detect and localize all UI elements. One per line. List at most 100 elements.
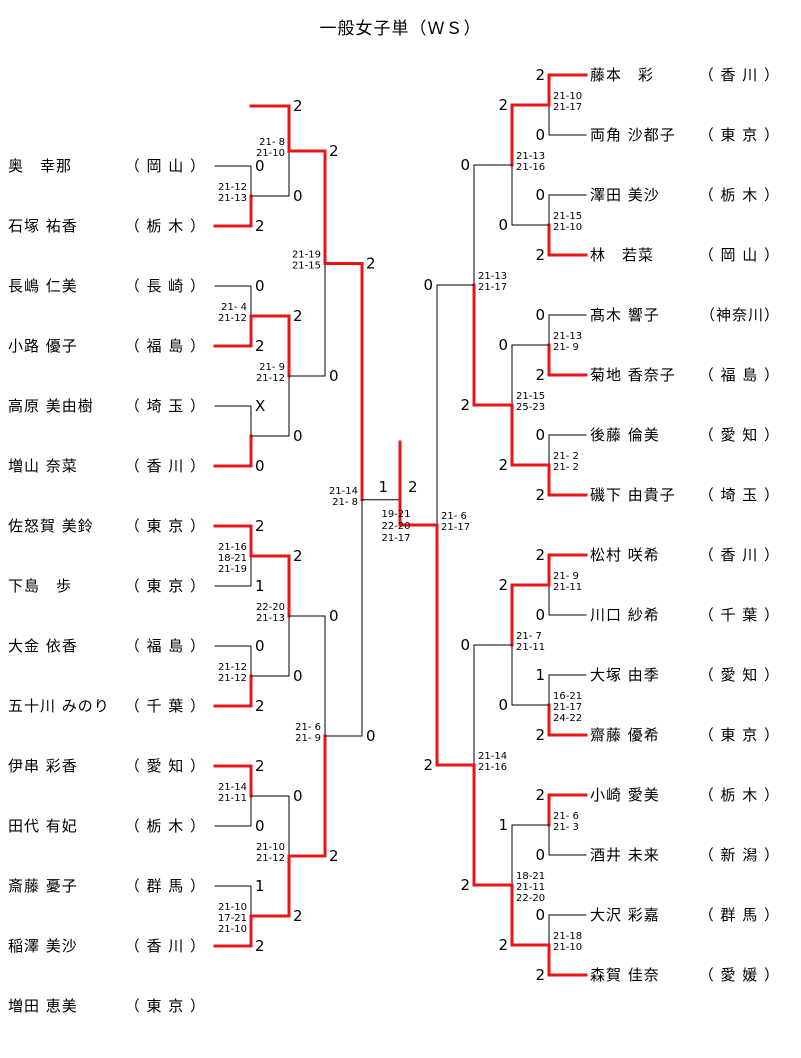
game-score: 21-13 xyxy=(478,271,507,282)
game-score: 21-16 xyxy=(478,762,507,773)
game-score: 21- 6 xyxy=(295,722,321,733)
game-score: 22-20 xyxy=(516,893,545,904)
player-name: 齋藤 優希 xyxy=(590,726,660,744)
game-score: 21-10 xyxy=(553,91,582,102)
set-score: 0 xyxy=(255,817,265,835)
player-prefecture: （ 愛 媛 ） xyxy=(699,966,780,984)
game-score: 21-12 xyxy=(218,313,247,324)
game-score: 21- 9 xyxy=(295,733,321,744)
player-prefecture: （ 埼 玉 ） xyxy=(699,486,780,504)
player-prefecture: （ 香 川 ） xyxy=(699,66,780,84)
player-prefecture: （ 香 川 ） xyxy=(125,457,206,475)
player-prefecture: （ 埼 玉 ） xyxy=(125,397,206,415)
game-score: 21-13 xyxy=(553,331,582,342)
game-score: 25-23 xyxy=(516,402,545,413)
set-score: 2 xyxy=(255,937,265,955)
player-name: 石塚 祐香 xyxy=(8,217,78,235)
set-score: 2 xyxy=(498,936,508,954)
game-score: 21-14 xyxy=(218,782,247,793)
game-score: 21-12 xyxy=(218,182,247,193)
game-score: 21-17 xyxy=(553,702,582,713)
player-prefecture: （ 群 馬 ） xyxy=(125,877,206,895)
game-score: 21-10 xyxy=(553,222,582,233)
player-name: 増田 恵美 xyxy=(8,997,78,1015)
player-prefecture: （ 群 馬 ） xyxy=(699,906,780,924)
player-name: 髙木 響子 xyxy=(590,306,660,324)
set-score: 0 xyxy=(535,186,545,204)
game-score: 21- 9 xyxy=(553,342,579,353)
player-name: 五十川 みのり xyxy=(8,697,110,715)
set-score: 1 xyxy=(498,816,508,834)
game-score: 21-12 xyxy=(256,373,285,384)
game-score: 21-10 xyxy=(256,148,285,159)
player-prefecture: （ 千 葉 ） xyxy=(125,697,206,715)
set-score: 2 xyxy=(498,456,508,474)
set-score: 2 xyxy=(535,366,545,384)
set-score: 2 xyxy=(255,697,265,715)
player-prefecture: （ 栃 木 ） xyxy=(699,786,780,804)
player-name: 森賀 佳奈 xyxy=(590,966,660,984)
player-name: 斎藤 憂子 xyxy=(8,877,78,895)
set-score: 0 xyxy=(293,667,303,685)
set-score: 2 xyxy=(498,96,508,114)
player-name: 下島 歩 xyxy=(8,577,72,595)
player-prefecture: （ 東 京 ） xyxy=(125,517,206,535)
set-score: 0 xyxy=(498,216,508,234)
player-prefecture: （ 福 島 ） xyxy=(125,637,206,655)
game-score: 21-11 xyxy=(218,793,247,804)
player-name: 菊地 香奈子 xyxy=(590,366,676,384)
set-score: 0 xyxy=(255,277,265,295)
game-score: 21-13 xyxy=(218,193,247,204)
player-name: 田代 有妃 xyxy=(8,817,78,835)
set-score: 0 xyxy=(498,696,508,714)
set-score: 2 xyxy=(535,726,545,744)
game-score: 21- 6 xyxy=(441,511,467,522)
set-score: 2 xyxy=(293,907,303,925)
set-score: 2 xyxy=(535,486,545,504)
set-score: 0 xyxy=(293,787,303,805)
game-score: 24-22 xyxy=(553,713,582,724)
player-name: 林 若菜 xyxy=(590,246,654,264)
player-prefecture: （ 栃 木 ） xyxy=(125,217,206,235)
player-name: 伊串 彩香 xyxy=(8,757,78,775)
player-name: 後藤 倫美 xyxy=(590,426,660,444)
game-score: 22-20 xyxy=(256,602,285,613)
final-game-score: 19-21 xyxy=(381,509,410,520)
player-prefecture: （ 香 川 ） xyxy=(125,937,206,955)
game-score: 21-11 xyxy=(553,582,582,593)
player-prefecture: （ 岡 山 ） xyxy=(699,246,780,264)
game-score: 21-17 xyxy=(441,522,470,533)
player-prefecture: （ 福 島 ） xyxy=(699,366,780,384)
set-score: X xyxy=(255,397,265,415)
page-title: 一般女子単（ＷＳ） xyxy=(319,19,482,39)
player-prefecture: （ 岡 山 ） xyxy=(125,157,206,175)
player-name: 両角 沙都子 xyxy=(590,126,676,144)
player-name: 磯下 由貴子 xyxy=(590,486,676,504)
set-score: 0 xyxy=(293,427,303,445)
set-score: 2 xyxy=(535,966,545,984)
game-score: 21-11 xyxy=(516,642,545,653)
set-score: 0 xyxy=(329,607,339,625)
game-score: 18-21 xyxy=(516,871,545,882)
set-score: 2 xyxy=(255,217,265,235)
player-prefecture: （ 愛 知 ） xyxy=(699,426,780,444)
set-score: 0 xyxy=(460,636,470,654)
game-score: 21- 3 xyxy=(553,822,579,833)
player-name: 酒井 未来 xyxy=(590,846,660,864)
game-score: 21-19 xyxy=(292,250,321,261)
game-score: 21-15 xyxy=(292,261,321,272)
game-score: 21-10 xyxy=(218,902,247,913)
player-prefecture: （ 新 潟 ） xyxy=(699,846,780,864)
set-score: 0 xyxy=(293,187,303,205)
set-score: 0 xyxy=(255,157,265,175)
player-prefecture: （ 愛 知 ） xyxy=(699,666,780,684)
game-score: 18-21 xyxy=(218,553,247,564)
set-score: 2 xyxy=(255,517,265,535)
game-score: 21-18 xyxy=(553,931,582,942)
player-name: 藤本 彩 xyxy=(590,66,654,84)
set-score: 0 xyxy=(255,637,265,655)
set-score: 2 xyxy=(460,396,470,414)
player-name: 大塚 由季 xyxy=(590,666,660,684)
player-prefecture: （ 栃 木 ） xyxy=(699,186,780,204)
